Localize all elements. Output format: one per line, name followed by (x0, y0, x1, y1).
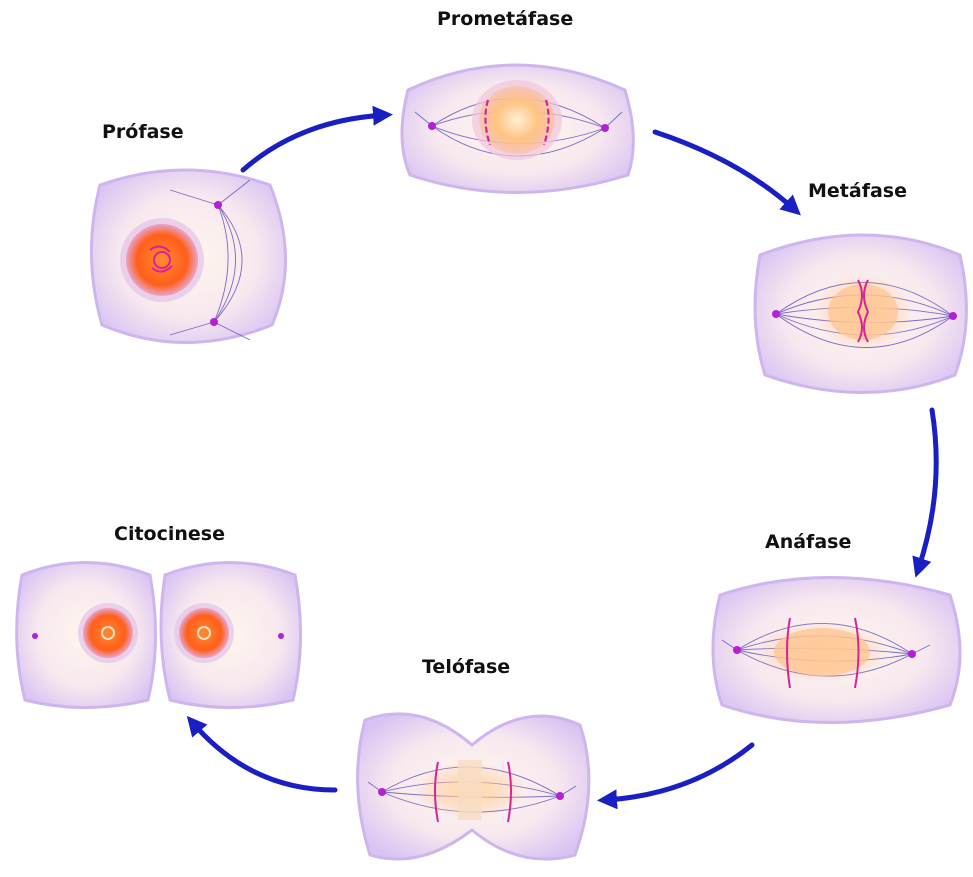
arrow-prometaphase-to-metaphase (655, 132, 795, 210)
centrosome-dot (908, 650, 916, 658)
metaphase-cell (755, 235, 966, 393)
centrosome-dot (949, 312, 957, 320)
centrosome-dot (210, 318, 218, 326)
phase-label-metaphase: Metáfase (808, 180, 907, 202)
arrow-telophase-to-cytokinesis (192, 722, 335, 790)
centrosome-dot (556, 792, 564, 800)
centrosome-dot (772, 310, 780, 318)
anaphase-cell (713, 578, 960, 723)
arrow-metaphase-to-anaphase (918, 410, 936, 570)
phase-label-prophase: Prófase (102, 121, 184, 143)
prophase-cell (91, 170, 285, 343)
cytokinesis-cells (17, 563, 301, 708)
arrow-prophase-to-prometaphase (243, 115, 385, 170)
centrosome-dot (278, 633, 284, 639)
centrosome-dot (733, 646, 741, 654)
centrosome-dot (214, 201, 222, 209)
prometaphase-cell (402, 65, 633, 193)
phase-label-cytokinesis: Citocinese (114, 523, 225, 545)
centrosome-dot (428, 122, 436, 130)
phase-label-anaphase: Anáfase (765, 531, 851, 553)
centrosome-dot (378, 788, 386, 796)
centrosome-dot (601, 124, 609, 132)
telophase-cell (358, 714, 589, 859)
centrosome-dot (32, 633, 38, 639)
arrow-anaphase-to-telophase (605, 745, 752, 800)
phase-label-prometaphase: Prometáfase (437, 8, 573, 30)
phase-label-telophase: Telófase (422, 656, 510, 678)
